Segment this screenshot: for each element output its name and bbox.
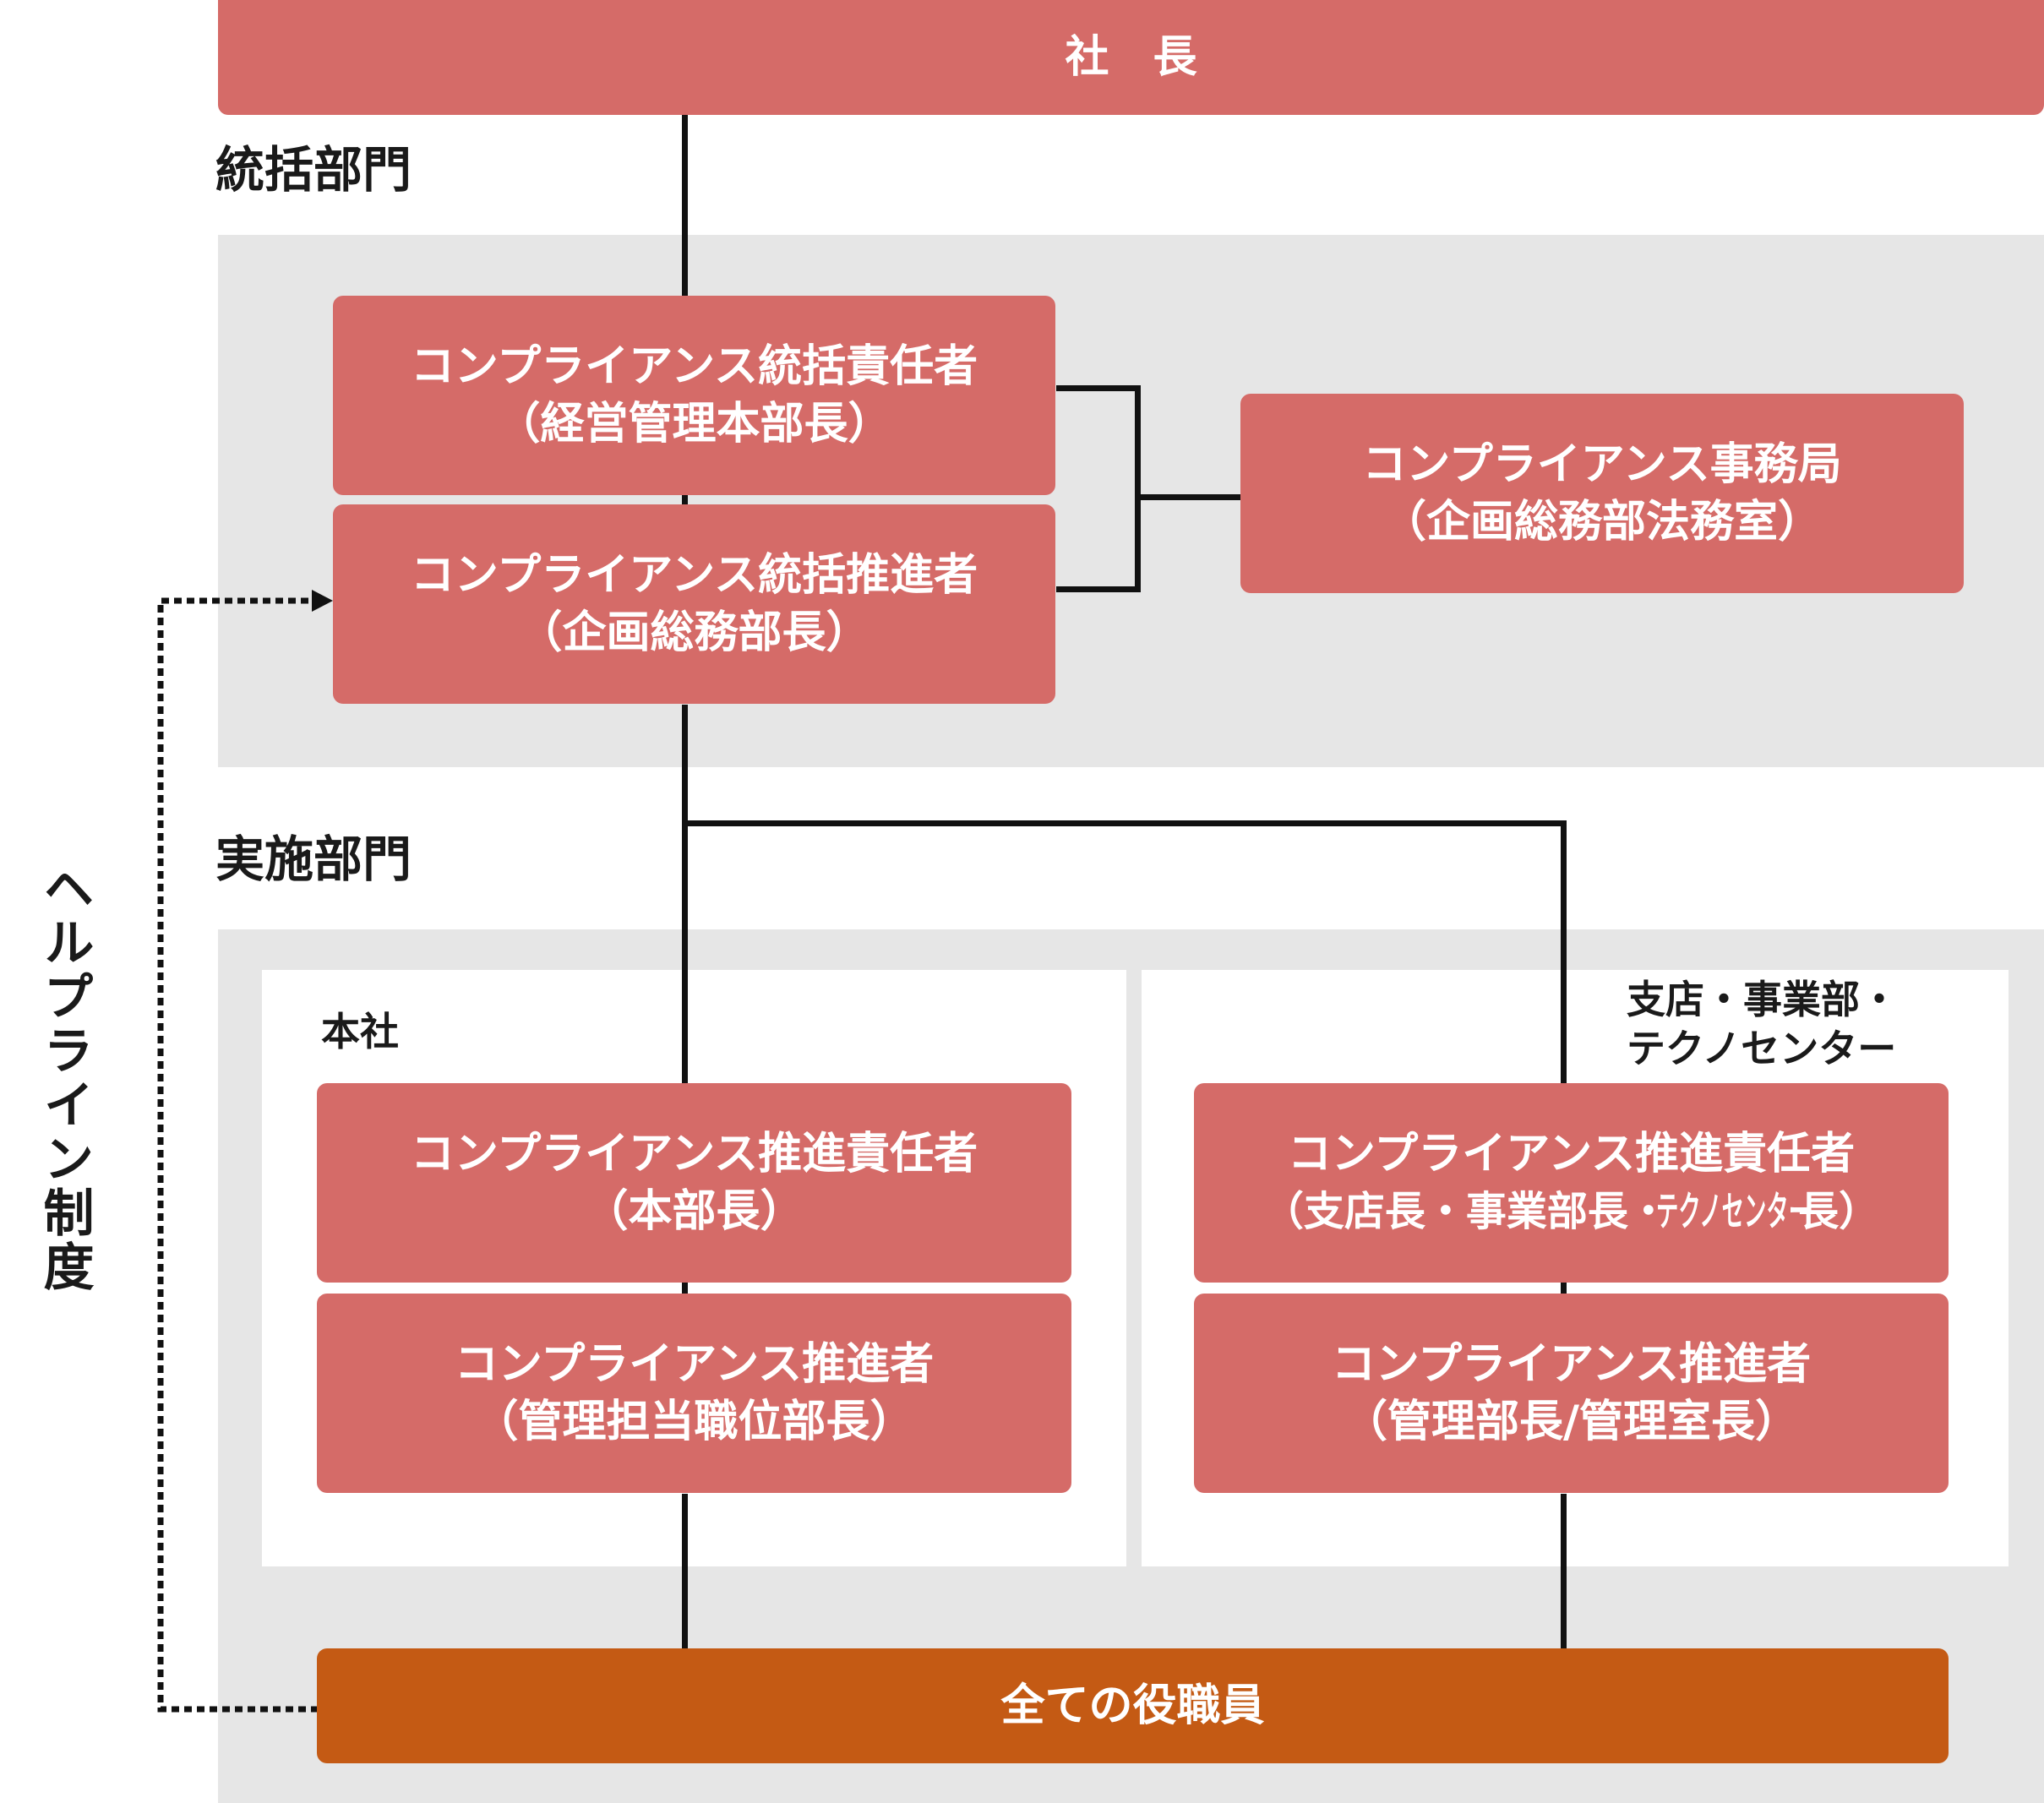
ho-promoter-role: （管理担当職位部長）: [474, 1397, 914, 1447]
compliance-secretariat-box: コンプライアンス事務局 （企画総務部法務室）: [1240, 394, 1964, 593]
connector-bracket-to-secretariat: [1135, 494, 1245, 500]
connector-ho-to-staff: [682, 1494, 688, 1654]
br-manager-role-prefix: （支店長・事業部長・: [1262, 1188, 1669, 1235]
branches-label: 支店・事業部・ テクノセンター: [1627, 975, 1899, 1073]
all-staff-box: 全ての役職員: [317, 1648, 1949, 1763]
compliance-chief-box: コンプライアンス統括責任者 （経営管理本部長）: [333, 296, 1055, 495]
helpline-label: ヘルプライン制度: [35, 862, 94, 1294]
president-box: 社 長: [218, 0, 2044, 115]
ho-manager-role: （本部長）: [584, 1186, 804, 1237]
br-manager-box: コンプライアンス推進責任者 （支店長・事業部長・テクノセンター長）: [1194, 1083, 1949, 1283]
br-manager-role-condensed: テクノセンター: [1655, 1188, 1812, 1235]
br-promoter-title: コンプライアンス推進者: [1331, 1339, 1812, 1390]
compliance-chief-role: （経営管理本部長）: [496, 399, 892, 449]
compliance-secretariat-title: コンプライアンス事務局: [1362, 439, 1842, 490]
connector-bracket-vertical: [1135, 385, 1141, 592]
compliance-promoter-box: コンプライアンス統括推進者 （企画総務部長）: [333, 504, 1055, 704]
helpline-arrowhead-icon: [312, 590, 333, 612]
br-manager-role: （支店長・事業部長・テクノセンター長）: [1263, 1183, 1879, 1240]
connector-bracket-bottom: [1056, 586, 1141, 592]
connector-br-to-staff: [1561, 1494, 1567, 1654]
br-promoter-box: コンプライアンス推進者 （管理部長/管理室長）: [1194, 1294, 1949, 1493]
connector-president-to-chief: [682, 115, 688, 299]
branches-label-line1: 支店・事業部・: [1627, 977, 1899, 1022]
br-promoter-role: （管理部長/管理室長）: [1344, 1397, 1799, 1447]
head-office-label: 本社: [321, 1009, 399, 1054]
connector-ho-manager-to-promoter: [682, 1283, 688, 1298]
compliance-promoter-title: コンプライアンス統括推進者: [410, 550, 978, 601]
br-manager-title: コンプライアンス推進責任者: [1287, 1129, 1856, 1179]
ho-manager-title: コンプライアンス推進責任者: [410, 1129, 978, 1179]
connector-bracket-top: [1056, 385, 1141, 391]
compliance-secretariat-role: （企画総務部法務室）: [1382, 497, 1822, 547]
branches-label-line2: テクノセンター: [1627, 1026, 1897, 1071]
ho-promoter-box: コンプライアンス推進者 （管理担当職位部長）: [317, 1294, 1071, 1493]
br-manager-role-suffix: 長）: [1798, 1188, 1880, 1235]
ho-promoter-title: コンプライアンス推進者: [454, 1339, 935, 1390]
ho-manager-box: コンプライアンス推進責任者 （本部長）: [317, 1083, 1071, 1283]
connector-chief-to-promoter: [682, 495, 688, 507]
president-label: 社 長: [1065, 32, 1197, 83]
compliance-promoter-role: （企画総務部長）: [518, 607, 870, 658]
connector-branch-horizontal: [682, 820, 1567, 826]
connector-promoter-down: [682, 705, 688, 1083]
section-title-oversight: 統括部門: [215, 141, 412, 199]
section-title-implementation: 実施部門: [215, 831, 412, 888]
connector-br-manager-to-promoter: [1561, 1283, 1567, 1298]
compliance-chief-title: コンプライアンス統括責任者: [410, 341, 978, 392]
all-staff-label: 全ての役職員: [1000, 1680, 1265, 1731]
connector-branch-vertical: [1561, 820, 1567, 1083]
